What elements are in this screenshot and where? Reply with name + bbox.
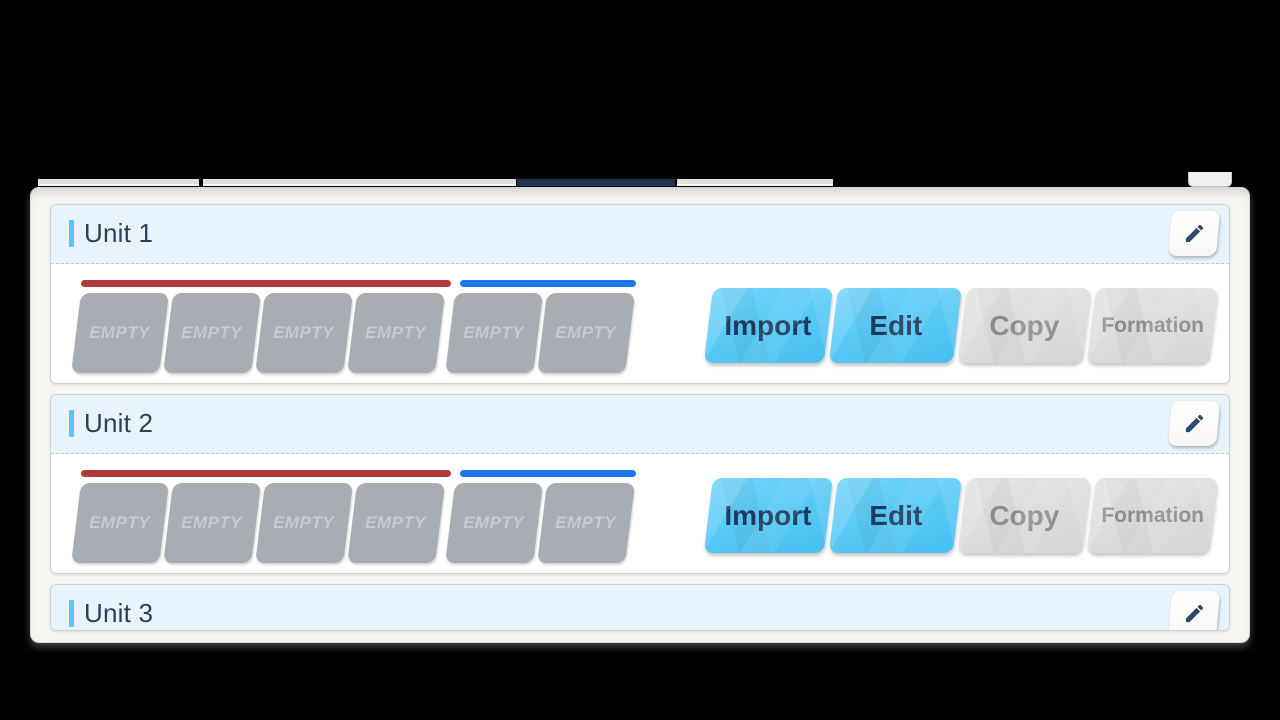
slot-label: EMPTY xyxy=(463,513,525,532)
pencil-icon xyxy=(1183,602,1206,625)
unit-title: Unit 2 xyxy=(84,408,154,438)
import-button-label: Import xyxy=(724,499,812,531)
unit-accent-bar xyxy=(69,600,74,627)
clipped-element-above xyxy=(677,179,833,186)
unit-actions: Import Edit Copy Formation xyxy=(703,478,1218,553)
import-button[interactable]: Import xyxy=(703,288,833,363)
edit-button-label: Edit xyxy=(868,309,922,341)
slot-label: EMPTY xyxy=(273,513,335,532)
unit-body: EMPTY EMPTY EMPTY EMPTY EMPTY EMPTY Impo… xyxy=(51,453,1229,573)
copy-button-label: Copy xyxy=(989,309,1060,341)
blue-team-line xyxy=(460,280,636,287)
clipped-button-above[interactable] xyxy=(1188,172,1232,187)
edit-unit-button[interactable] xyxy=(1168,211,1220,256)
red-team-line xyxy=(81,470,451,477)
import-button-label: Import xyxy=(724,309,812,341)
edit-button-label: Edit xyxy=(868,499,922,531)
unit-body: EMPTY EMPTY EMPTY EMPTY EMPTY EMPTY Impo… xyxy=(51,263,1229,383)
slot-label: EMPTY xyxy=(365,323,427,342)
formation-button-label: Formation xyxy=(1101,503,1204,527)
unit-header: Unit 3 xyxy=(51,585,1229,630)
clipped-element-above xyxy=(203,179,516,186)
formation-button[interactable]: Formation xyxy=(1086,288,1218,363)
slot-label: EMPTY xyxy=(555,323,617,342)
unit-slot-empty[interactable]: EMPTY xyxy=(445,293,543,373)
unit-slot-empty[interactable]: EMPTY xyxy=(255,293,353,373)
slot-label: EMPTY xyxy=(89,513,151,532)
clipped-element-above xyxy=(38,179,199,186)
slot-label: EMPTY xyxy=(555,513,617,532)
red-team-line xyxy=(81,280,451,287)
pencil-icon xyxy=(1183,222,1206,245)
slot-label: EMPTY xyxy=(273,323,335,342)
unit-slot-empty[interactable]: EMPTY xyxy=(347,293,445,373)
unit-slot-empty[interactable]: EMPTY xyxy=(163,293,261,373)
copy-button[interactable]: Copy xyxy=(957,288,1091,363)
unit-card: Unit 1 EMPTY EMPTY EMPTY EMPTY EMPTY EMP… xyxy=(50,204,1230,384)
unit-slot-empty[interactable]: EMPTY xyxy=(445,483,543,563)
unit-slot-empty[interactable]: EMPTY xyxy=(71,483,169,563)
clipped-selected-tab-above xyxy=(517,179,675,186)
unit-slot-empty[interactable]: EMPTY xyxy=(163,483,261,563)
pencil-icon xyxy=(1183,412,1206,435)
unit-slot-empty[interactable]: EMPTY xyxy=(71,293,169,373)
edit-unit-button[interactable] xyxy=(1168,591,1220,630)
unit-actions: Import Edit Copy Formation xyxy=(703,288,1218,363)
unit-accent-bar xyxy=(69,220,74,247)
unit-slot-empty[interactable]: EMPTY xyxy=(347,483,445,563)
slot-label: EMPTY xyxy=(463,323,525,342)
unit-slot-empty[interactable]: EMPTY xyxy=(537,293,635,373)
copy-button-label: Copy xyxy=(989,499,1060,531)
slot-label: EMPTY xyxy=(181,323,243,342)
slot-label: EMPTY xyxy=(181,513,243,532)
blue-team-line xyxy=(460,470,636,477)
unit-title: Unit 3 xyxy=(84,598,154,628)
unit-header: Unit 2 xyxy=(51,395,1229,454)
edit-unit-button[interactable] xyxy=(1168,401,1220,446)
unit-card: Unit 3 xyxy=(50,584,1230,631)
edit-button[interactable]: Edit xyxy=(828,288,962,363)
slot-label: EMPTY xyxy=(365,513,427,532)
unit-title: Unit 1 xyxy=(84,218,154,248)
slot-row: EMPTY EMPTY EMPTY EMPTY EMPTY EMPTY xyxy=(71,483,639,563)
unit-slot-empty[interactable]: EMPTY xyxy=(537,483,635,563)
unit-list-panel: Unit 1 EMPTY EMPTY EMPTY EMPTY EMPTY EMP… xyxy=(30,187,1250,643)
slot-row: EMPTY EMPTY EMPTY EMPTY EMPTY EMPTY xyxy=(71,293,639,373)
unit-card: Unit 2 EMPTY EMPTY EMPTY EMPTY EMPTY EMP… xyxy=(50,394,1230,574)
copy-button[interactable]: Copy xyxy=(957,478,1091,553)
edit-button[interactable]: Edit xyxy=(828,478,962,553)
slot-label: EMPTY xyxy=(89,323,151,342)
unit-accent-bar xyxy=(69,410,74,437)
formation-button[interactable]: Formation xyxy=(1086,478,1218,553)
import-button[interactable]: Import xyxy=(703,478,833,553)
formation-button-label: Formation xyxy=(1101,313,1204,337)
unit-header: Unit 1 xyxy=(51,205,1229,264)
unit-slot-empty[interactable]: EMPTY xyxy=(255,483,353,563)
